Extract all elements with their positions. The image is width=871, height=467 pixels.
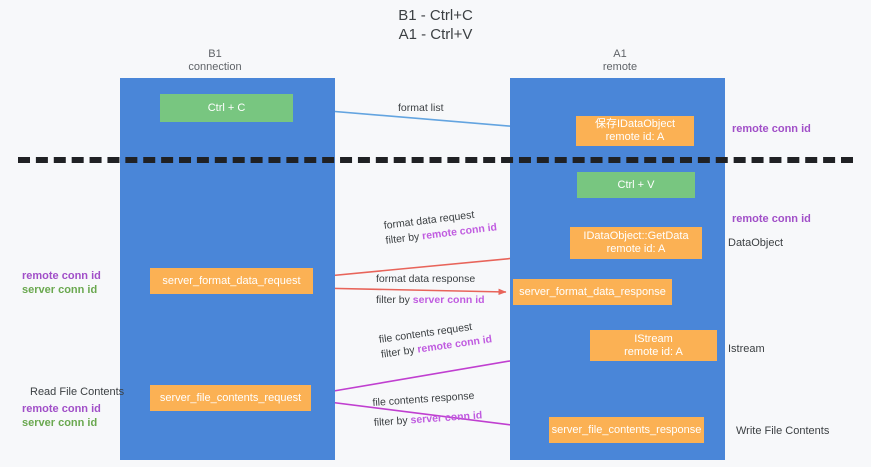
edge-label-format-data-response-line2: filter by server conn id bbox=[376, 293, 485, 308]
node-ctrl-v[interactable]: Ctrl + V bbox=[577, 172, 695, 198]
edge-label-format-list: format list bbox=[398, 101, 444, 116]
node-server-format-data-response[interactable]: server_format_data_response bbox=[513, 279, 672, 305]
node-istream[interactable]: IStream remote id: A bbox=[590, 330, 717, 361]
annotation-left-read-file-contents: Read File Contents bbox=[30, 386, 125, 398]
annotation-left-conn-ids-top: remote conn id server conn id bbox=[22, 269, 101, 297]
page-title: B1 - Ctrl+C A1 - Ctrl+V bbox=[398, 7, 473, 43]
node-idataobject[interactable]: 保存IDataObject remote id: A bbox=[576, 116, 694, 146]
annotation-left-remote-conn-id: remote conn id bbox=[22, 270, 101, 282]
filter-value-server-conn-id: server conn id bbox=[412, 294, 485, 306]
annotation-left-conn-ids-bottom: remote conn id server conn id bbox=[22, 402, 101, 430]
annotation-right-remote-conn-id-mid: remote conn id bbox=[732, 213, 811, 225]
annotation-right-write-file-contents: Write File Contents bbox=[736, 425, 830, 437]
edge-format-data-response bbox=[314, 287, 507, 296]
annotation-left-server-conn-id-2: server conn id bbox=[22, 417, 98, 429]
annotation-right-dataobject: DataObject bbox=[728, 237, 784, 249]
annotation-left-remote-conn-id-2: remote conn id bbox=[22, 403, 101, 415]
annotation-right-istream: Istream bbox=[728, 343, 765, 355]
node-ctrl-c[interactable]: Ctrl + C bbox=[160, 94, 293, 122]
edge-label-format-list-text: format list bbox=[398, 102, 444, 114]
filter-prefix: filter by bbox=[380, 343, 419, 361]
annotation-left-server-conn-id: server conn id bbox=[22, 284, 98, 296]
edge-label-format-data-response-line1: format data response bbox=[376, 273, 476, 285]
column-header-b1: B1 connection bbox=[188, 48, 242, 73]
node-server-file-contents-request[interactable]: server_file_contents_request bbox=[150, 385, 311, 411]
node-server-format-data-request[interactable]: server_format_data_request bbox=[150, 268, 313, 294]
edge-file-contents-response bbox=[312, 399, 544, 432]
filter-prefix: filter by bbox=[384, 230, 423, 247]
column-header-a1: A1 remote bbox=[602, 48, 638, 73]
node-server-file-contents-response[interactable]: server_file_contents_response bbox=[549, 417, 704, 443]
node-idataobject-getdata[interactable]: IDataObject::GetData remote id: A bbox=[570, 227, 702, 259]
annotation-right-remote-conn-id-top: remote conn id bbox=[732, 123, 811, 135]
edge-label-format-data-response: format data response filter by server co… bbox=[376, 272, 485, 308]
filter-value-server-conn-id: server conn id bbox=[410, 409, 483, 427]
dashed-divider bbox=[18, 157, 853, 163]
filter-prefix: filter by bbox=[373, 414, 411, 429]
filter-prefix: filter by bbox=[376, 294, 413, 306]
